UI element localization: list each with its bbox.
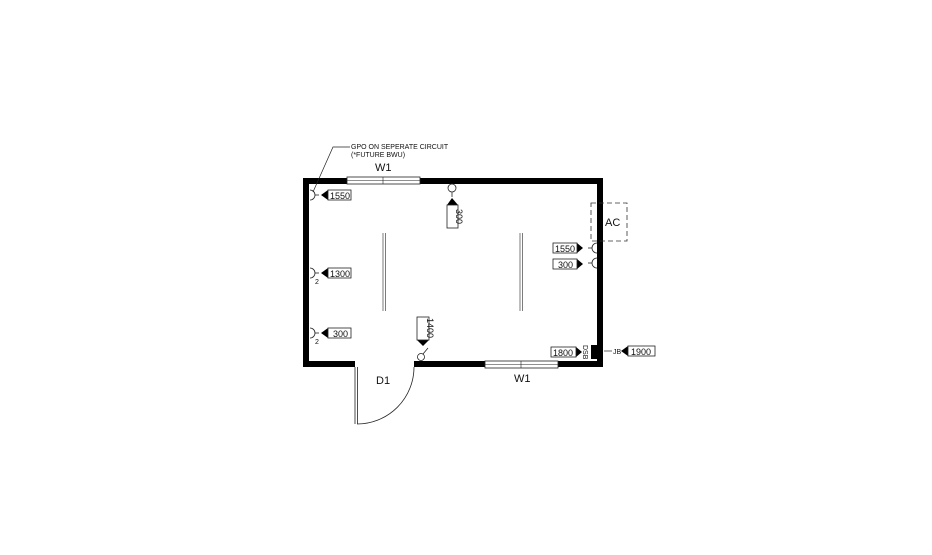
light-fittings [382, 233, 523, 311]
height-gpo-left-mid: 1300 [330, 269, 350, 279]
height-gpo-left-low: 300 [333, 329, 348, 339]
height-jb: 1900 [631, 347, 651, 357]
height-gpo-right-high: 1550 [555, 244, 575, 254]
note-line2: (*FUTURE BWU) [351, 152, 405, 159]
ac-unit [590, 202, 628, 242]
door-label: D1 [376, 375, 390, 387]
note-leader [312, 146, 350, 193]
window-bottom-label: W1 [514, 373, 531, 385]
gpo-double-tag: 2 [315, 279, 319, 286]
height-gpo-right-low: 300 [558, 260, 573, 270]
height-switch-door: 1400 [425, 318, 435, 338]
ac-label: AC [605, 217, 620, 229]
height-switch-top: 300 [454, 209, 464, 224]
dsb-label: DSB [581, 345, 588, 360]
note-line1: GPO ON SEPERATE CIRCUIT [351, 144, 449, 151]
door [354, 366, 415, 425]
window-bottom [484, 360, 559, 369]
gpo-double-tag: 2 [315, 339, 319, 346]
tag-boxes [327, 189, 656, 358]
tag-shapes [321, 190, 628, 359]
height-dsb: 1800 [553, 348, 573, 358]
window-top [346, 176, 421, 185]
jb-label: JB [613, 349, 622, 356]
gpo-icons [309, 183, 598, 361]
height-gpo-top-left: 1550 [330, 191, 350, 201]
window-top-label: W1 [375, 162, 392, 174]
